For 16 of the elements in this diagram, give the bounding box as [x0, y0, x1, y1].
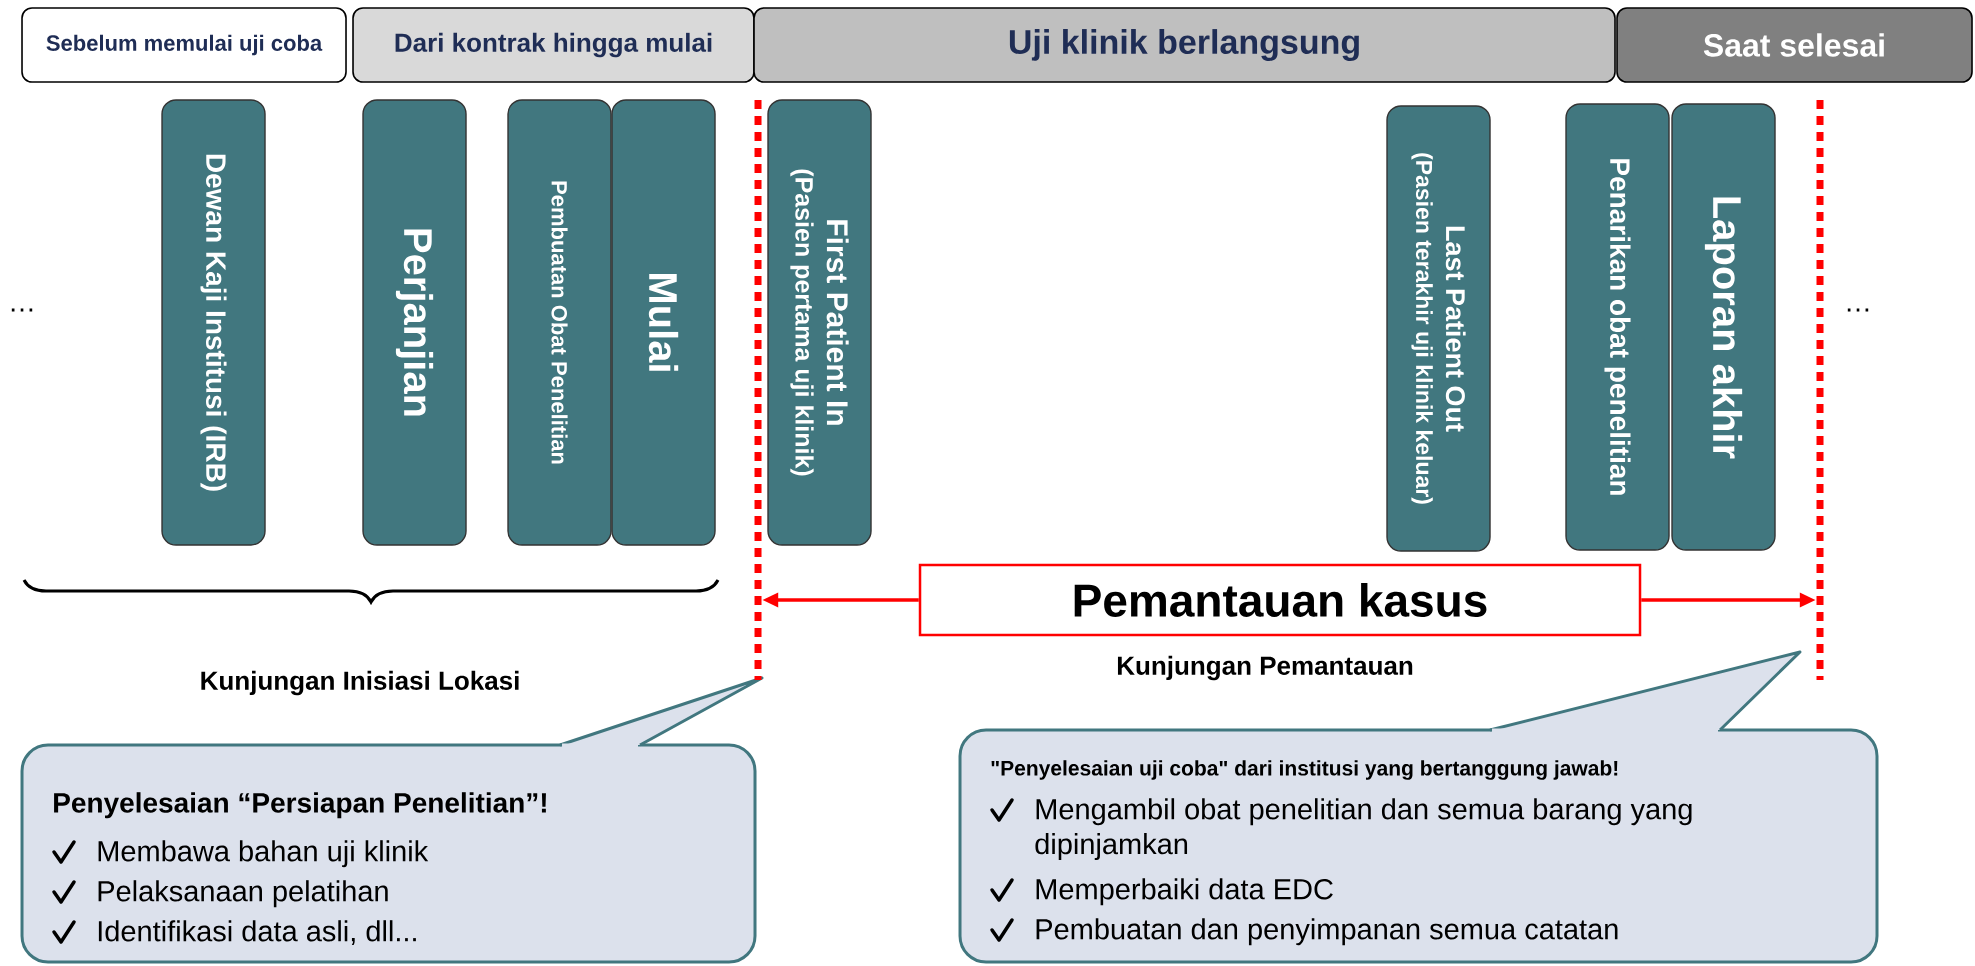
caption-label: Kunjungan Pemantauan: [1117, 655, 1413, 681]
step-box: Last Patient Out (Pasien terakhir uji klinik keluar): [1386, 105, 1491, 552]
ellipsis: …: [11, 308, 33, 312]
step-box: Dewan Kaji Institusi (IRB): [161, 99, 266, 546]
step-box: Laporan akhir: [1671, 103, 1776, 551]
phase-header: Saat selesai: [1616, 7, 1973, 83]
phase-header: Dari kontrak hingga mulai: [352, 7, 755, 83]
ellipsis: …: [1847, 308, 1869, 312]
phase-header: Sebelum memulai uji coba: [21, 7, 347, 83]
step-box: Perjanjian: [362, 99, 467, 546]
phase-header: Uji klinik berlangsung: [753, 7, 1616, 83]
step-box: First Patient In (Pasien pertama uji klinik): [767, 99, 872, 546]
step-box: Penarikan obat penelitian: [1565, 103, 1670, 551]
phase-box: Pemantauan kasus: [918, 563, 1642, 637]
step-box: Pembuatan Obat Penelitian: [507, 99, 612, 546]
step-box: Mulai: [611, 99, 716, 546]
